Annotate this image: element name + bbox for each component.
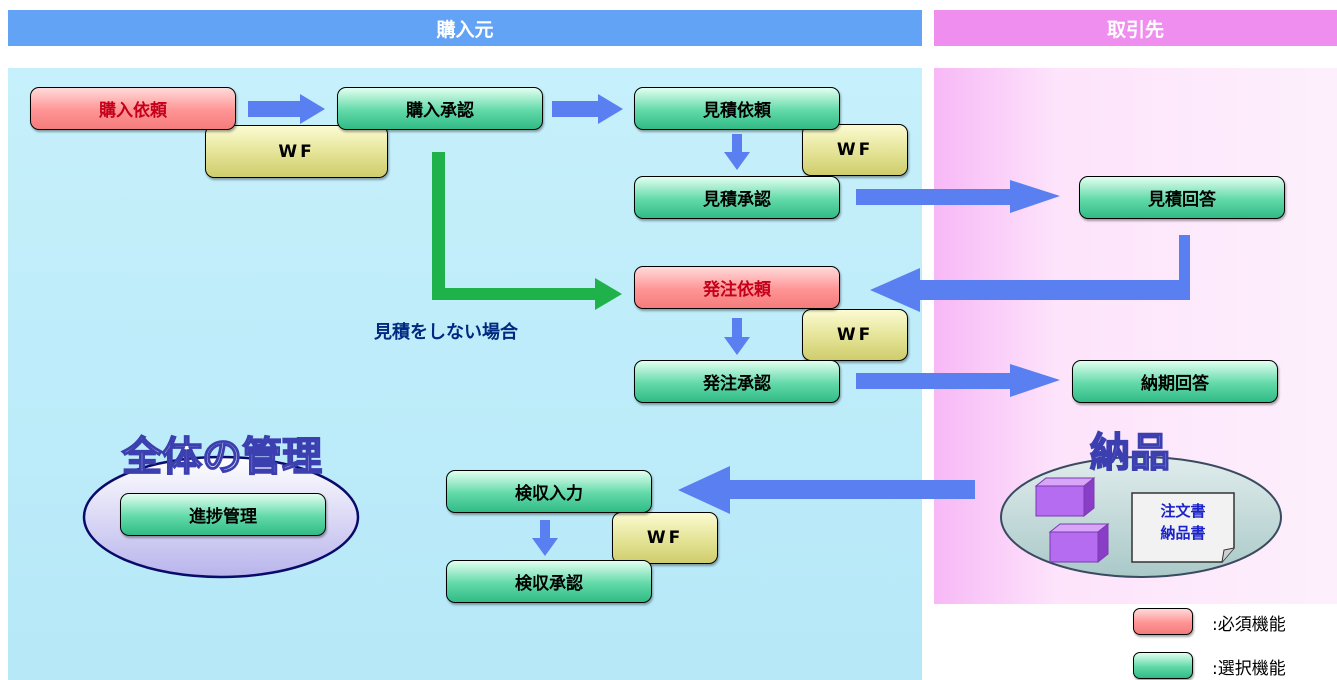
- order-form-label: 注文書: [1160, 502, 1206, 520]
- legend-required-swatch: [1133, 608, 1193, 635]
- order-request-box: 発注依頼: [634, 266, 840, 309]
- purchase-request-box: 購入依頼: [30, 87, 236, 130]
- legend-optional-label: :選択機能: [1212, 659, 1286, 679]
- arrow-order-to-supplier: [856, 364, 1060, 397]
- no-quote-note: 見積をしない場合: [374, 322, 518, 343]
- wf-order: WF: [802, 309, 908, 361]
- arrow-request-to-approval: [248, 94, 325, 124]
- inspection-input-box: 検収入力: [446, 470, 652, 513]
- document-labels: 注文書 納品書: [1132, 500, 1234, 544]
- arrow-order-request-down: [724, 318, 750, 355]
- overall-management-title: 全体の管理: [121, 434, 322, 480]
- inspection-approval-box: 検収承認: [446, 560, 652, 603]
- legend-required-label: :必須機能: [1212, 615, 1286, 635]
- package-icon: [1034, 476, 1096, 518]
- progress-management-box: 進捗管理: [120, 493, 326, 536]
- delivery-title: 納品: [1090, 430, 1170, 476]
- wf-purchase: WF: [205, 125, 388, 178]
- wf-label: WF: [836, 325, 874, 345]
- wf-inspection: WF: [612, 512, 718, 564]
- buyer-header-label: 購入元: [436, 18, 494, 41]
- legend-optional-swatch: [1133, 652, 1193, 679]
- buyer-header: 購入元: [8, 10, 922, 46]
- delivery-note-label: 納品書: [1160, 524, 1206, 542]
- wf-label: WF: [646, 528, 684, 548]
- quote-request-box: 見積依頼: [634, 87, 840, 130]
- quote-approval-box: 見積承認: [634, 176, 840, 219]
- supplier-header: 取引先: [934, 10, 1337, 46]
- wf-label: WF: [278, 141, 315, 162]
- delivery-date-answer-box: 納期回答: [1072, 360, 1278, 403]
- purchase-request-label: 購入依頼: [99, 101, 167, 121]
- order-request-label: 発注依頼: [703, 280, 771, 300]
- arrow-inspection-down: [532, 520, 558, 556]
- progress-management-label: 進捗管理: [189, 507, 257, 527]
- delivery-date-answer-label: 納期回答: [1141, 374, 1209, 394]
- arrow-quote-to-supplier: [856, 180, 1060, 213]
- arrow-bypass-quote: [432, 152, 622, 310]
- arrow-approval-to-quote-request: [552, 94, 623, 124]
- wf-label: WF: [836, 140, 874, 160]
- purchase-approval-label: 購入承認: [406, 101, 474, 121]
- supplier-header-label: 取引先: [1106, 18, 1164, 41]
- quote-answer-label: 見積回答: [1148, 190, 1216, 210]
- inspection-input-label: 検収入力: [515, 484, 583, 504]
- wf-quote: WF: [802, 124, 908, 176]
- quote-approval-label: 見積承認: [703, 190, 771, 210]
- order-approval-label: 発注承認: [703, 374, 771, 394]
- arrow-answer-to-order: [870, 235, 1190, 312]
- arrow-delivery-to-inspection: [678, 466, 975, 514]
- inspection-approval-label: 検収承認: [515, 574, 583, 594]
- arrow-quote-request-down: [724, 134, 750, 170]
- purchase-approval-box: 購入承認: [337, 87, 543, 130]
- quote-request-label: 見積依頼: [703, 101, 771, 121]
- order-approval-box: 発注承認: [634, 360, 840, 403]
- quote-answer-box: 見積回答: [1079, 176, 1285, 219]
- package-icon-2: [1048, 522, 1110, 564]
